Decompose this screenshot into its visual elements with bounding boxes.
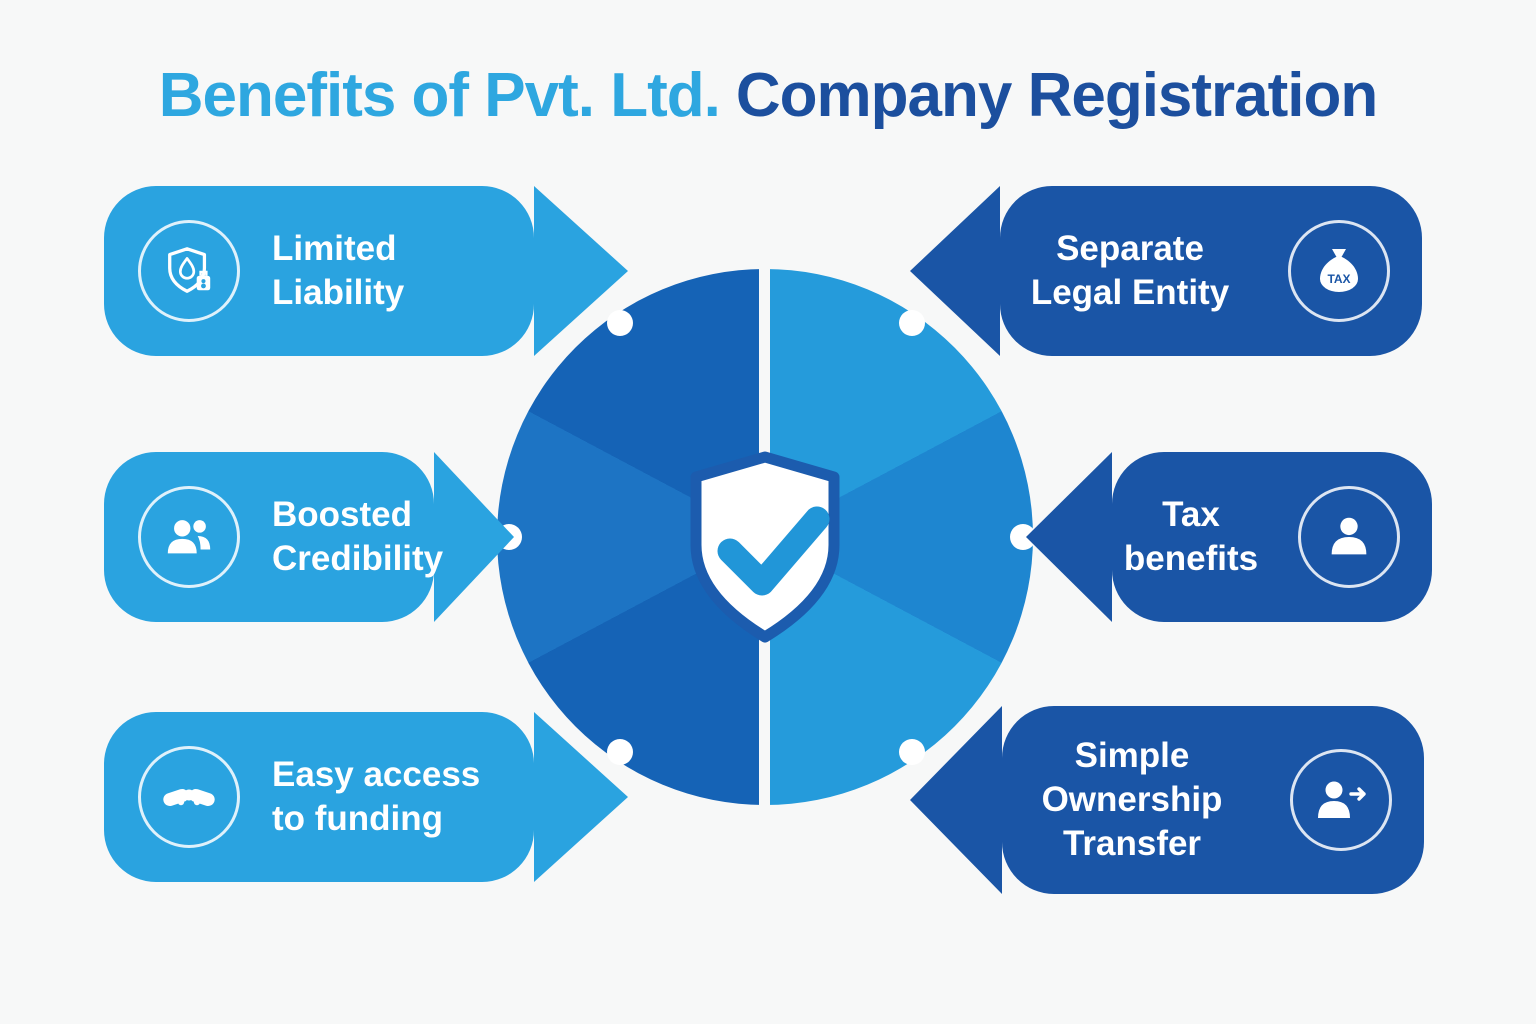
banner-line: Boosted bbox=[272, 494, 412, 534]
banner-line: Transfer bbox=[1062, 824, 1202, 864]
banner-body: Limited Liability bbox=[104, 186, 534, 356]
banner-body: Tax benefits bbox=[1112, 452, 1432, 622]
benefit-banner-tax-benefits: Tax benefits bbox=[1026, 452, 1432, 622]
banner-line: Simple bbox=[1074, 735, 1190, 775]
handshake-icon bbox=[163, 788, 215, 807]
benefit-banner-limited-liability: Limited Liability bbox=[104, 186, 628, 356]
shield-check-icon bbox=[676, 447, 854, 647]
banner-tip bbox=[910, 706, 1002, 894]
banner-body: Boosted Credibility bbox=[104, 452, 443, 622]
banner-line: to funding bbox=[272, 799, 444, 838]
shield-droplet-icon bbox=[168, 247, 211, 293]
banner-line: Credibility bbox=[272, 539, 444, 578]
banner-line: benefits bbox=[1123, 539, 1259, 578]
page-title-dark: Company Registration bbox=[735, 61, 1378, 130]
benefit-banner-simple-ownership-transfer: Simple Ownership Transfer bbox=[910, 706, 1424, 894]
banner-tip bbox=[1026, 452, 1112, 622]
banner-tip bbox=[434, 452, 514, 622]
benefit-banner-separate-legal-entity: Separate Legal Entity TAX bbox=[910, 186, 1422, 356]
icon-ring bbox=[138, 746, 240, 848]
banner-body: Easy access to funding bbox=[104, 712, 534, 882]
icon-ring bbox=[1298, 486, 1400, 588]
banner-line: Legal Entity bbox=[1030, 273, 1230, 312]
banner-line: Limited bbox=[272, 228, 397, 268]
benefit-banner-boosted-credibility: Boosted Credibility bbox=[104, 452, 514, 622]
users-icon bbox=[167, 520, 211, 554]
banner-line: Liability bbox=[272, 273, 405, 312]
banner-line: Easy access bbox=[272, 754, 481, 794]
page-title-light: Benefits of Pvt. Ltd. bbox=[158, 61, 721, 130]
benefit-banner-easy-access-funding: Easy access to funding bbox=[104, 712, 628, 882]
icon-ring: TAX bbox=[1288, 220, 1390, 322]
money-bag-tax-icon: TAX bbox=[1320, 249, 1358, 292]
banner-body: Simple Ownership Transfer bbox=[1002, 706, 1424, 894]
person-arrow-icon bbox=[1318, 781, 1366, 818]
icon-ring bbox=[138, 486, 240, 588]
tax-label: TAX bbox=[1327, 272, 1350, 286]
icon-ring bbox=[138, 220, 240, 322]
person-icon bbox=[1331, 517, 1367, 555]
banner-line: Separate bbox=[1056, 228, 1204, 268]
banner-line: Ownership bbox=[1041, 779, 1223, 819]
banner-tip bbox=[534, 712, 628, 882]
banner-tip bbox=[534, 186, 628, 356]
banner-body: Separate Legal Entity TAX bbox=[1000, 186, 1422, 356]
banner-line: Tax bbox=[1162, 494, 1220, 534]
banner-tip bbox=[910, 186, 1000, 356]
page-title: Benefits of Pvt. Ltd.Company Registratio… bbox=[0, 60, 1536, 131]
icon-ring bbox=[1290, 749, 1392, 851]
